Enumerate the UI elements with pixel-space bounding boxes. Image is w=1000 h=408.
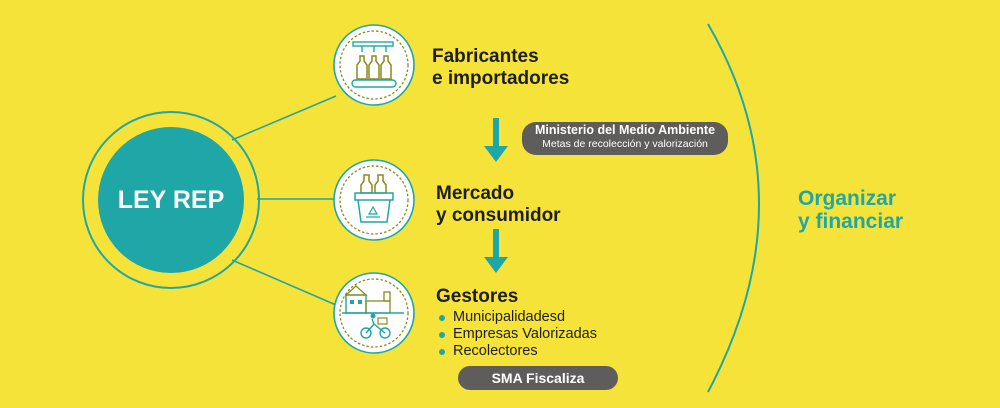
ministry-title: Ministerio del Medio Ambiente — [534, 123, 716, 137]
node-title-mercado: Mercado y consumidor — [436, 183, 561, 227]
center-outer-ring — [82, 111, 260, 289]
waste-managers-icon — [333, 272, 415, 354]
connector-line-fabricantes — [231, 95, 337, 141]
connector-line-gestores — [231, 259, 337, 306]
bottling-line-icon — [333, 24, 415, 106]
node-title-line2: y consumidor — [436, 205, 561, 226]
node-title-line1: Fabricantes — [432, 46, 539, 67]
bracket-arc — [707, 23, 760, 393]
side-label-line1: Organizar — [798, 187, 897, 210]
ministry-subtitle: Metas de recolección y valorización — [542, 138, 708, 150]
side-label: Organizar y financiar — [798, 187, 903, 233]
recycling-basket-icon — [333, 159, 415, 241]
list-item: Empresas Valorizadas — [437, 326, 597, 343]
node-title-line1: Gestores — [436, 286, 519, 307]
sma-pill: SMA Fiscaliza — [458, 366, 618, 390]
center-label: LEY REP — [117, 186, 225, 214]
gestores-list: Municipalidadesd Empresas Valorizadas Re… — [437, 309, 597, 360]
node-title-gestores: Gestores — [436, 286, 518, 308]
node-title-line2: e importadores — [432, 68, 570, 89]
center-circle — [98, 127, 244, 273]
arrow-down-icon — [484, 229, 508, 273]
list-item: Recolectores — [437, 343, 597, 360]
side-label-line2: y financiar — [798, 210, 904, 233]
list-item: Municipalidadesd — [437, 309, 597, 326]
node-title-line1: Mercado — [436, 183, 515, 204]
node-title-fabricantes: Fabricantes e importadores — [432, 46, 569, 90]
arrow-down-icon — [484, 118, 508, 162]
ministry-pill: Ministerio del Medio Ambiente Metas de r… — [522, 122, 728, 155]
